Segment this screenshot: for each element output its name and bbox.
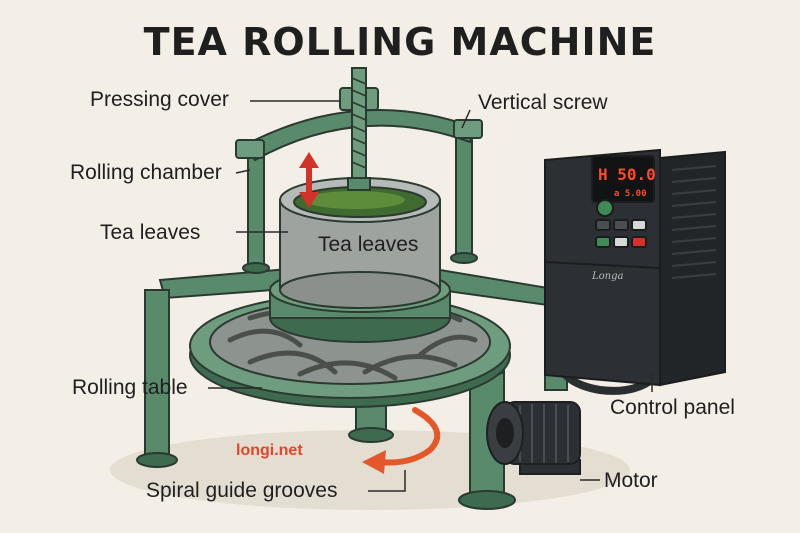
watermark: longi.net	[236, 442, 303, 459]
arch-frame	[235, 87, 483, 162]
display-main-readout: H 50.0	[598, 165, 656, 184]
rotation-arrow	[377, 407, 441, 466]
label-motor: Motor	[604, 469, 658, 492]
motor-shape	[486, 401, 581, 475]
label-rolling-table: Rolling table	[72, 376, 188, 399]
panel-brand-text: Longa	[591, 271, 624, 282]
control-panel-shape	[544, 148, 726, 387]
label-pressing-cover: Pressing cover	[90, 88, 229, 111]
label-tea-leaves-outer: Tea leaves	[100, 221, 201, 244]
rolling-chamber-shape	[279, 177, 441, 309]
label-rolling-chamber: Rolling chamber	[70, 161, 222, 184]
label-spiral-guide-grooves: Spiral guide grooves	[146, 479, 338, 502]
rotation-arrowhead	[362, 450, 386, 474]
label-vertical-screw: Vertical screw	[478, 91, 608, 114]
label-control-panel: Control panel	[610, 396, 735, 419]
leader-lines	[208, 100, 653, 492]
side-posts	[242, 129, 478, 274]
page-title: TEA ROLLING MACHINE	[143, 20, 657, 64]
display-sub-readout: a 5.00	[614, 189, 647, 199]
pressure-arrow	[299, 152, 319, 208]
label-tea-leaves-inner: Tea leaves	[318, 233, 419, 256]
vertical-screw-shape	[347, 67, 371, 191]
